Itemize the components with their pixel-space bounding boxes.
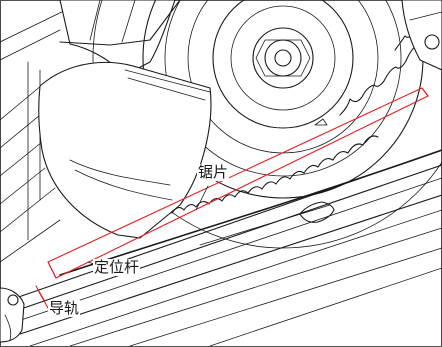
housing-hatching — [0, 7, 71, 263]
blade-label: 锯片 — [197, 163, 230, 181]
blade-leader-line — [195, 185, 209, 211]
clamp-bolt — [7, 294, 19, 306]
rail-slot — [299, 201, 335, 223]
blade-ring — [164, 0, 402, 177]
guide-rail-lines — [9, 149, 442, 347]
lower-guard — [38, 61, 212, 239]
bolt — [424, 34, 440, 50]
arbor-shaft — [274, 49, 292, 67]
blade-outer-ring — [92, 0, 442, 249]
hex-nut — [255, 39, 311, 77]
guide-rail-label: 导轨 — [48, 299, 81, 317]
arbor-nut — [264, 39, 302, 77]
blade-flange — [212, 0, 354, 129]
blade-flange — [230, 5, 336, 111]
motor-housing — [401, 0, 442, 71]
stop-bar — [47, 87, 429, 279]
rail-leader-line — [37, 289, 49, 309]
rail-clamp — [0, 287, 25, 343]
arbor-washer — [252, 27, 314, 89]
stop-bar-label: 定位杆 — [93, 258, 141, 276]
